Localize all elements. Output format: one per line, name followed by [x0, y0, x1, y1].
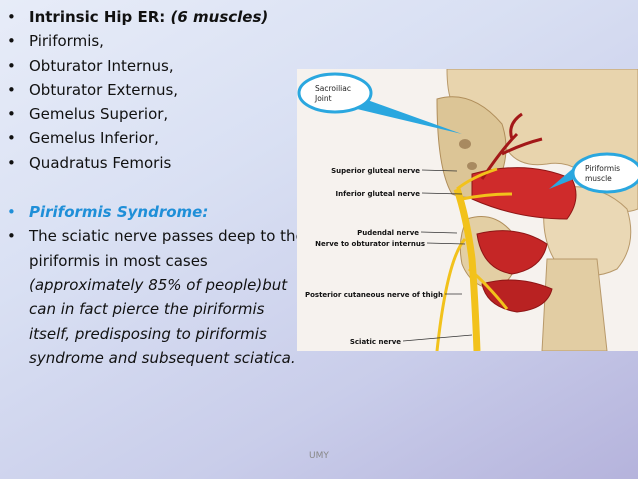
bullet-marker: •	[7, 153, 16, 172]
label-superior-gluteal-nerve: Superior gluteal nerve	[331, 167, 420, 175]
bullet-text: Obturator Internus,	[29, 56, 174, 75]
bullet-text: Quadratus Femoris	[29, 153, 172, 172]
leader-line	[421, 192, 463, 195]
sacral-foramen	[459, 139, 471, 149]
sacroiliac-callout-line-2: Joint	[314, 94, 332, 103]
bullet-text: Intrinsic Hip ER:	[29, 8, 166, 26]
label-sciatic-nerve: Sciatic nerve	[350, 338, 401, 346]
bullet-item: • Gemelus Inferior,	[7, 126, 307, 150]
sacral-foramen	[467, 162, 477, 170]
bullet-text: (6 muscles)	[165, 8, 269, 26]
hip-anatomy-illustration: Superior gluteal nerve Inferior gluteal …	[297, 69, 638, 351]
piriformis-callout-line-2: muscle	[585, 174, 612, 183]
label-nerve-to-obturator-internus: Nerve to obturator internus	[315, 240, 425, 248]
label-posterior-cutaneous-nerve: Posterior cutaneous nerve of thigh	[305, 291, 443, 299]
bullet-text: (approximately 85% of people)but can in …	[29, 275, 296, 367]
bullet-marker: •	[7, 32, 16, 51]
leader-line	[421, 169, 458, 172]
gemellus-muscle	[476, 230, 548, 275]
hip-anatomy-figure: Superior gluteal nerve Inferior gluteal …	[297, 69, 638, 351]
bullet-marker: •	[7, 105, 16, 124]
bullet-text: Gemelus Superior,	[29, 105, 169, 124]
bullet-text: Piriformis Syndrome:	[29, 203, 209, 222]
leader-line	[426, 242, 466, 245]
bullet-item: • Piriformis,	[7, 29, 307, 53]
sacroiliac-callout-pointer	[357, 97, 462, 134]
obturator-muscle	[481, 279, 553, 313]
bullet-marker: •	[7, 56, 16, 75]
bullet-text: Obturator Externus,	[29, 80, 179, 99]
femur-shaft	[541, 258, 608, 351]
label-pudendal-nerve: Pudendal nerve	[357, 229, 419, 237]
piriformis-callout-pointer	[549, 165, 579, 189]
branch-nerve-path	[435, 167, 513, 351]
leader-line	[402, 334, 473, 342]
bullet-item: • Quadratus Femoris	[7, 151, 307, 175]
bullet-marker: •	[7, 80, 16, 99]
leader-line	[420, 231, 458, 234]
bullet-list: • Intrinsic Hip ER: (6 muscles) • Piriformi…	[7, 5, 307, 370]
bullet-item: • Piriformis Syndrome:	[7, 200, 307, 224]
sacroiliac-callout-bubble	[297, 72, 373, 114]
bullet-text: The sciatic nerve passes deep to the pir…	[29, 227, 305, 270]
bullet-item: • The sciatic nerve passes deep to the pi…	[7, 224, 307, 370]
bullet-marker: •	[7, 129, 16, 148]
piriformis-callout-bubble	[571, 152, 638, 194]
bullet-item: • Intrinsic Hip ER: (6 muscles)	[7, 5, 307, 29]
bullet-item: • Gemelus Superior,	[7, 102, 307, 126]
bullet-item: • Obturator Externus,	[7, 78, 307, 102]
label-inferior-gluteal-nerve: Inferior gluteal nerve	[336, 190, 421, 198]
footer-label: UMY	[309, 451, 329, 461]
bullet-marker: •	[7, 203, 16, 222]
sciatic-nerve-path	[453, 187, 481, 351]
bullet-text: Gemelus Inferior,	[29, 129, 159, 148]
bullet-marker: •	[7, 8, 16, 26]
bullet-marker: •	[7, 227, 16, 246]
piriformis-callout-line-1: Piriformis	[585, 164, 620, 173]
bullet-text: Piriformis,	[29, 32, 104, 51]
sacroiliac-callout-line-1: Sacroiliac	[315, 84, 351, 93]
piriformis-muscle	[471, 167, 577, 220]
bullet-item: • Obturator Internus,	[7, 54, 307, 78]
